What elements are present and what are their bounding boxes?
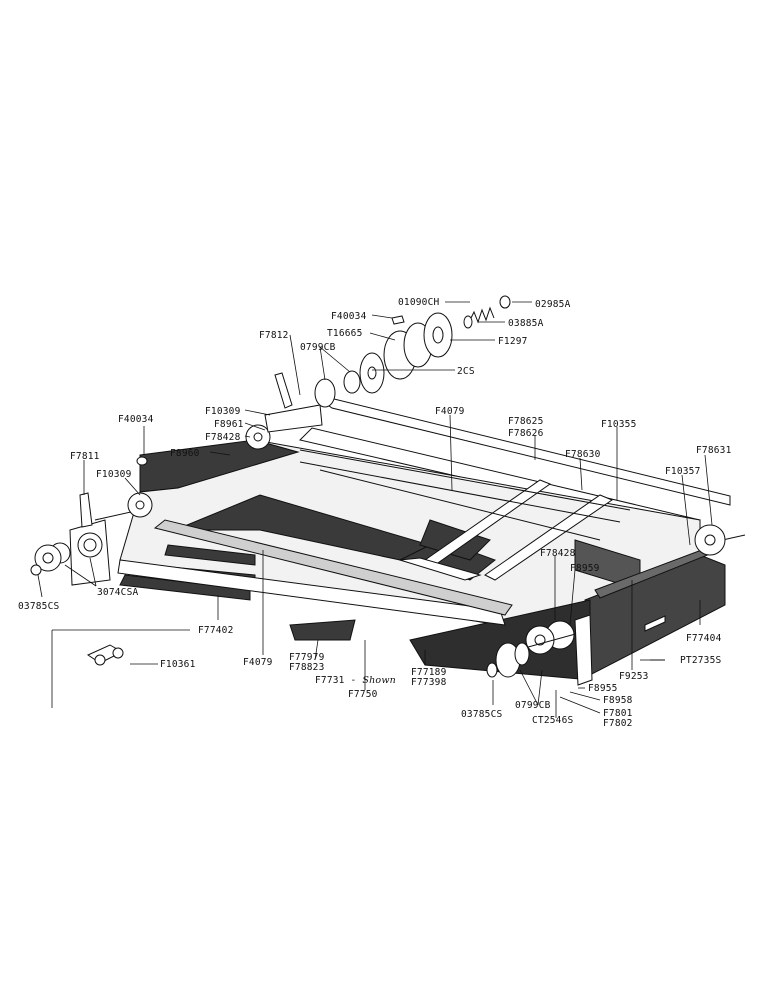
label-F8961: F8961 [214,419,244,430]
top-bracket-arm [274,372,293,409]
label-F8958: F8958 [603,695,633,706]
label-T16665: T16665 [327,328,363,339]
label-F77189: F77189 [411,667,447,678]
label-F78428-right: F78428 [540,548,576,559]
label-02985A: 02985A [535,299,571,310]
top-bearing-flange [314,378,336,408]
top-left-sprocket-hub [253,432,263,442]
label-F10355: F10355 [601,419,637,430]
long-bar-1 [299,449,631,511]
front-wood-bar [153,519,513,616]
top-bracket [264,404,323,433]
frame-assembly [30,295,746,686]
right-sprocket-hub [704,534,716,546]
label-F8955: F8955 [588,683,618,694]
right-bracket-plate [574,614,593,686]
key-top [391,315,405,325]
label-F78626: F78626 [508,428,544,439]
floor-dark-strip1 [164,544,256,566]
label-F7811: F7811 [70,451,100,462]
label-F1297: F1297 [498,336,528,347]
label-03785CS-bottom: 03785CS [461,709,503,720]
label-F78630: F78630 [565,449,601,460]
label-F78428-top: F78428 [205,432,241,443]
label-F10361: F10361 [160,659,196,670]
label-0799CB-top: 0799CB [300,342,336,353]
label-F10309-left: F10309 [96,469,132,480]
label-F8959: F8959 [570,563,600,574]
label-F40034-top: F40034 [331,311,367,322]
washer-03885A [463,315,473,329]
label-F7801: F7801 [603,708,633,719]
part-labels: 01090CH 02985A F40034 03885A T16665 F129… [18,297,732,729]
label-F8960: F8960 [170,448,200,459]
label-F40034-left: F40034 [118,414,154,425]
label-F10309-top: F10309 [205,406,241,417]
bottom-collar [486,662,498,678]
label-F78631: F78631 [696,445,732,456]
hinge-knuckle [94,654,106,666]
hinge-knuckle-2 [112,647,124,659]
label-F10357: F10357 [665,466,701,477]
nut-02985A [499,295,511,309]
bottom-bearing [514,642,530,666]
label-F77402: F77402 [198,625,234,636]
left-bracket [79,492,93,528]
label-03785CS-left: 03785CS [18,601,60,612]
label-F9253: F9253 [619,671,649,682]
label-F4079-bottom: F4079 [243,657,273,668]
label-CT2546S: CT2546S [532,715,574,726]
front-rail [117,559,506,626]
front-dark-plate [289,619,356,641]
label-F7731: F7731 - Shown [315,675,396,686]
label-2CS: 2CS [457,366,475,377]
label-PT2735S: PT2735S [680,655,722,666]
label-F78823: F78823 [289,662,325,673]
long-bar-2 [299,461,621,523]
label-F7802: F7802 [603,718,633,729]
cross-bar-b [484,494,614,581]
label-03885A: 03885A [508,318,544,329]
label-F77404: F77404 [686,633,722,644]
drive-sprocket-hub [432,326,444,344]
top-bearing [343,370,361,394]
left-bearing-inner [83,538,97,552]
label-F7750: F7750 [348,689,378,700]
label-3074CSA: 3074CSA [97,587,139,598]
left-sprocket-hub [135,500,145,510]
label-0799CB-bottom: 0799CB [515,700,551,711]
cross-bar-c [399,557,482,581]
long-bar-3 [319,469,601,541]
label-F7812: F7812 [259,330,289,341]
label-F77398: F77398 [411,677,447,688]
top-flange-hub [367,366,377,380]
label-F4079-top: F4079 [435,406,465,417]
label-01090CH: 01090CH [398,297,440,308]
spring [469,306,495,324]
bottom-sprocket-hub [534,634,546,646]
side-box-handle [644,615,666,632]
label-F78625: F78625 [508,416,544,427]
leader-lines [37,301,713,718]
label-shown: Shown [362,675,396,686]
left-flange-hub [42,552,54,564]
key-left [136,456,148,466]
label-F77979: F77979 [289,652,325,663]
left-setcollar [30,564,42,576]
